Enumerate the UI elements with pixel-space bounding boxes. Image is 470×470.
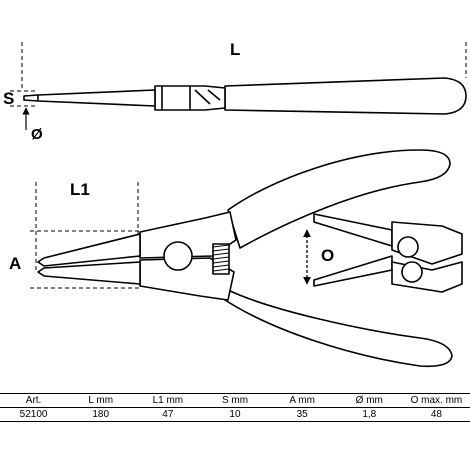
spec-header-o-max: O max. mm [402,393,470,408]
spec-value-s: 10 [201,407,269,422]
pliers-side-view [23,77,467,115]
spec-table: Art. L mm L1 mm S mm A mm Ø mm O max. mm… [0,393,470,422]
spec-header-s: S mm [201,393,269,408]
spec-value-o-max: 48 [402,407,470,422]
pliers-technical-drawing: L S Ø L1 A [3,40,467,368]
spec-header-diameter: Ø mm [335,393,403,408]
dim-label-L: L [230,40,240,59]
spring-coil [212,244,230,272]
pliers-front-view [37,149,453,368]
dimension-lines-top [10,42,467,107]
spec-header-a: A mm [268,393,336,408]
spec-value-l: 180 [67,407,135,422]
spec-header-l: L mm [67,393,135,408]
spec-table-row: 52100 180 47 10 35 1,8 48 [0,407,470,422]
spec-header-l1: L1 mm [134,393,202,408]
dim-label-S: S [3,89,14,108]
spec-value-diameter: 1,8 [335,407,403,422]
spec-header-art: Art. [0,393,68,408]
spec-table-header-row: Art. L mm L1 mm S mm A mm Ø mm O max. mm [0,393,470,408]
dim-label-diameter: Ø [31,126,43,143]
dim-label-L1: L1 [70,180,90,199]
dim-label-O: O [321,246,334,265]
spec-value-art: 52100 [0,407,68,422]
dim-label-A: A [9,254,21,273]
spec-value-l1: 47 [134,407,202,422]
spec-value-a: 35 [268,407,336,422]
dimension-lines-front [30,182,140,289]
tip-opening-detail [313,213,463,293]
